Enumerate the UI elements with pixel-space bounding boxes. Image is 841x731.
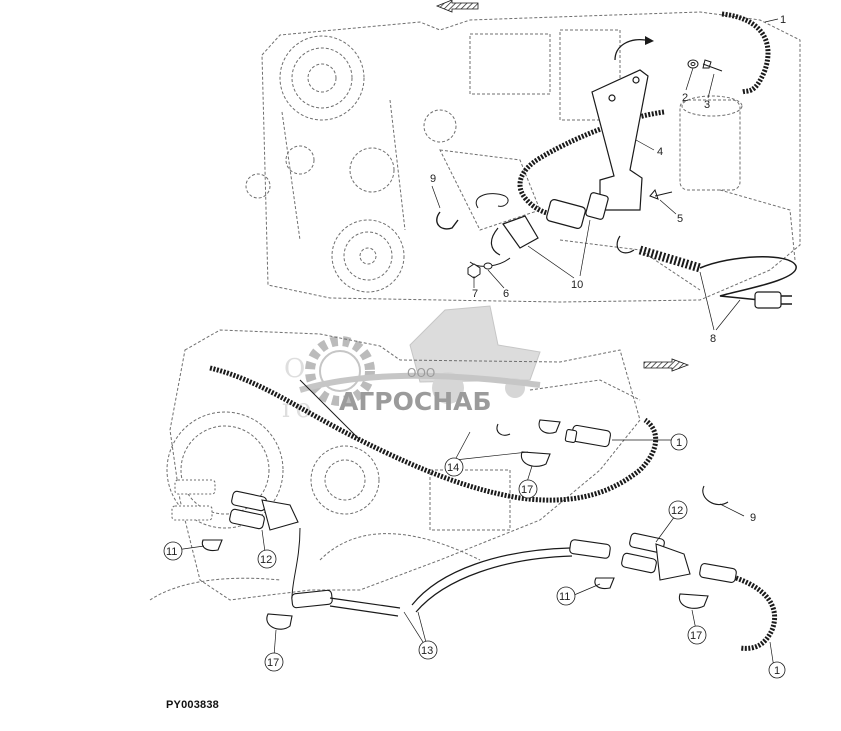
figure-id-label: PY003838 (166, 699, 219, 711)
gear-and-combine-harvester-logo (299, 305, 541, 406)
top-leader-lines (431, 18, 779, 331)
callout-11: 11 (559, 591, 570, 603)
connector-mid (291, 539, 737, 609)
callout-6: 6 (503, 288, 509, 300)
callout-10: 10 (571, 279, 583, 291)
heater-cable-lower (735, 575, 778, 651)
heater-cable-top (517, 11, 771, 218)
bolt-and-washer (649, 59, 723, 200)
clip-icon (436, 211, 459, 230)
callout-12: 12 (260, 554, 272, 566)
connector-upper (564, 424, 612, 448)
clip-icon (201, 419, 729, 630)
top-engine-view (245, 11, 801, 303)
heater-cable-upper-bottom (209, 365, 659, 503)
rotation-arrow-icon (614, 39, 646, 61)
splitter-right (621, 532, 691, 581)
callout-8: 8 (710, 333, 716, 345)
callout-17: 17 (521, 484, 533, 496)
callout-9: 9 (750, 512, 756, 524)
hatched-direction-arrow-icon (435, 0, 479, 13)
watermark-company-prefix: ООО (407, 366, 435, 380)
callout-17: 17 (690, 630, 702, 642)
callout-1: 1 (780, 14, 786, 26)
callout-13: 13 (421, 645, 433, 657)
nut-and-washer (467, 262, 493, 279)
callout-12: 12 (671, 505, 683, 517)
hatched-direction-arrow-icon (643, 358, 690, 372)
callout-11: 11 (166, 546, 177, 558)
callout-1: 1 (774, 665, 780, 677)
heater-element (490, 192, 609, 256)
callout-4: 4 (657, 146, 663, 158)
hose-13 (329, 547, 573, 617)
callout-1: 1 (676, 437, 682, 449)
watermark-bg-text-1: О (284, 354, 305, 384)
callout-3: 3 (704, 99, 710, 111)
power-cord (616, 235, 797, 309)
callout-2: 2 (682, 92, 688, 104)
callout-numbers: 1 2 3 4 5 6 7 8 9 10 14 17 1 9 12 11 12 … (163, 14, 786, 679)
watermark: О го ООО АГРОСНАБ (282, 305, 541, 424)
callout-5: 5 (677, 213, 683, 225)
watermark-brand: АГРОСНАБ (339, 387, 492, 416)
callout-14: 14 (447, 462, 459, 474)
bottom-engine-view (149, 329, 641, 601)
callout-17: 17 (267, 657, 279, 669)
bottom-leader-lines (175, 431, 775, 669)
mounting-bracket (591, 69, 649, 211)
splitter-left (171, 479, 299, 531)
callout-9: 9 (430, 173, 436, 185)
callout-7: 7 (472, 288, 478, 300)
